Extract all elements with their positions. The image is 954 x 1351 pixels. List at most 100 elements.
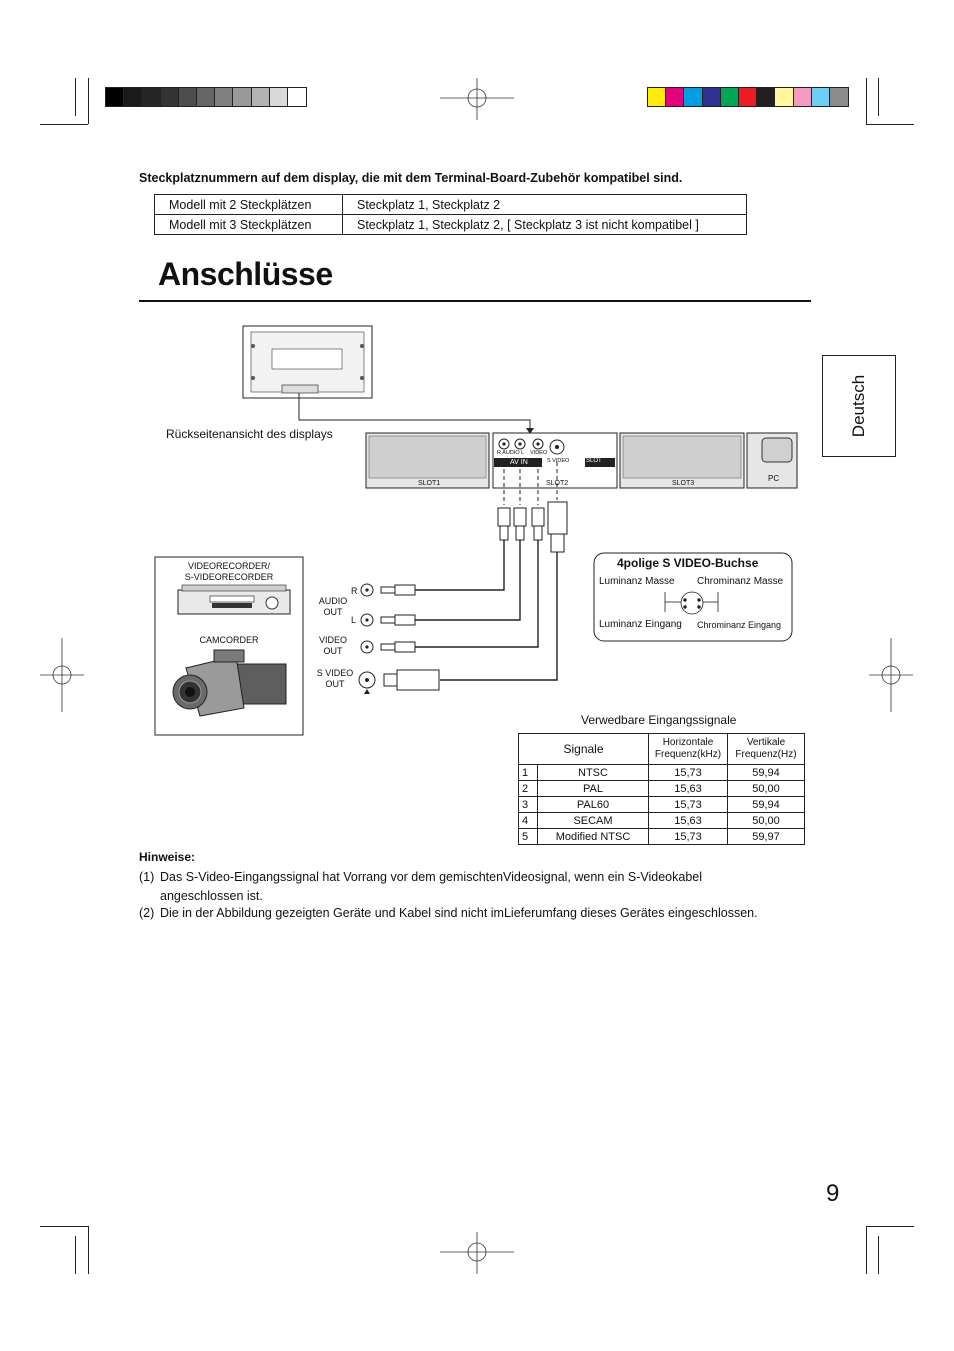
table-cell: PAL	[537, 780, 649, 797]
table-cell: 2	[518, 780, 538, 797]
table-row: Modell mit 3 Steckplätzen Steckplatz 1, …	[154, 214, 747, 235]
gray-swatch	[250, 87, 271, 107]
color-swatch	[756, 87, 777, 107]
header-vertical: Vertikale Frequenz(Hz)	[727, 733, 805, 765]
audio-out-label: AUDIO OUT	[318, 596, 348, 617]
table-cell: 15,63	[648, 812, 728, 829]
slot1-label: SLOT1	[418, 480, 441, 487]
vcr-label: VIDEORECORDER/ S-VIDEORECORDER	[184, 561, 274, 582]
cable-guides	[503, 462, 558, 505]
camcorder-drawing	[172, 649, 287, 717]
color-swatch	[738, 87, 758, 107]
svideo-pin-diagram	[664, 591, 719, 615]
jack-l-label: L	[351, 615, 357, 625]
signals-caption: Verwedbare Eingangssignale	[581, 713, 737, 727]
slot-table: Modell mit 2 Steckplätzen Steckplatz 1, …	[154, 194, 747, 235]
table-cell: 59,94	[727, 796, 805, 813]
table-cell: 4	[518, 812, 538, 829]
color-swatch	[719, 87, 740, 107]
table-cell: 5	[518, 828, 538, 845]
video-out-label: VIDEO OUT	[318, 635, 347, 656]
note-1-continued: angeschlossen ist.	[160, 889, 263, 903]
slot2-label: SLOT2	[546, 480, 569, 487]
table-cell: Modell mit 3 Steckplätzen	[154, 214, 343, 235]
table-cell: 50,00	[727, 812, 805, 829]
gray-swatch	[105, 87, 125, 107]
cables	[415, 540, 558, 681]
gray-swatch	[287, 87, 307, 107]
header-horizontal: Horizontale Frequenz(kHz)	[648, 733, 728, 765]
table-cell: 1	[518, 764, 538, 781]
table-cell: 50,00	[727, 780, 805, 797]
note-1-number: (1)	[139, 870, 155, 884]
device-jacks	[358, 583, 376, 689]
av-in-label: AV IN	[510, 459, 528, 466]
table-cell: SECAM	[537, 812, 649, 829]
lum-ground-label: Luminanz Masse	[599, 576, 675, 587]
chrom-input-label: Chrominanz Eingang	[697, 620, 782, 630]
gray-swatch	[177, 87, 198, 107]
svideo-box	[593, 552, 793, 642]
gray-swatch	[268, 87, 289, 107]
note-2-text: Die in der Abbildung gezeigten Geräte un…	[160, 906, 758, 920]
plugs	[497, 501, 568, 553]
camcorder-label: CAMCORDER	[199, 635, 259, 645]
table-cell: 15,63	[648, 780, 728, 797]
display-rear-drawing	[242, 325, 534, 434]
color-swatch	[665, 87, 686, 107]
page-title: Anschlüsse	[158, 256, 333, 292]
signals-table: Signale Horizontale Frequenz(kHz) Vertik…	[518, 733, 805, 845]
notes-heading: Hinweise:	[139, 850, 196, 864]
chrom-ground-label: Chrominanz Masse	[697, 576, 784, 587]
audio-rl-label: R AUDIO L	[497, 450, 525, 456]
note-2-number: (2)	[139, 906, 155, 920]
table-header-row: Signale Horizontale Frequenz(kHz) Vertik…	[518, 733, 805, 765]
table-cell: Steckplatz 1, Steckplatz 2, [ Steckplatz…	[342, 214, 747, 235]
jack-r-label: R	[351, 586, 358, 596]
slot-panel	[365, 432, 798, 489]
pc-label: PC	[768, 474, 780, 483]
rear-view-label: Rückseitenansicht des displays	[166, 427, 333, 441]
cable-plugs-left	[380, 584, 440, 691]
vcr-drawing	[177, 584, 291, 615]
color-swatch	[683, 87, 704, 107]
slot3-label: SLOT3	[672, 480, 695, 487]
header-signal: Signale	[518, 733, 649, 765]
table-cell: PAL60	[537, 796, 649, 813]
title-rule	[139, 300, 811, 302]
table-cell: 3	[518, 796, 538, 813]
gray-swatch	[196, 87, 216, 107]
color-swatch	[701, 87, 722, 107]
gray-swatch	[123, 87, 144, 107]
color-swatch	[810, 87, 831, 107]
svideo-small-label: S VIDEO	[547, 458, 570, 464]
gray-swatch	[159, 87, 180, 107]
gray-swatch	[214, 87, 235, 107]
lum-input-label: Luminanz Eingang	[599, 619, 682, 630]
slot-heading: Steckplatznummern auf dem display, die m…	[139, 171, 683, 185]
language-tab: Deutsch	[822, 355, 896, 457]
note-1-text: Das S-Video-Eingangssignal hat Vorrang v…	[160, 870, 703, 884]
table-cell: 15,73	[648, 764, 728, 781]
table-cell: 15,73	[648, 828, 728, 845]
color-swatch	[829, 87, 849, 107]
video-small-label: VIDEO	[530, 450, 548, 456]
table-cell: Modified NTSC	[537, 828, 649, 845]
table-cell: NTSC	[537, 764, 649, 781]
color-swatch	[792, 87, 813, 107]
svideo-out-label: S VIDEO OUT	[316, 668, 354, 689]
table-cell: 59,97	[727, 828, 805, 845]
color-swatch	[774, 87, 795, 107]
slot-tag-label: SLOT	[586, 458, 602, 464]
page-number: 9	[826, 1180, 840, 1207]
gray-swatch	[232, 87, 253, 107]
table-cell: Modell mit 2 Steckplätzen	[154, 194, 343, 215]
table-cell: 15,73	[648, 796, 728, 813]
color-swatch	[647, 87, 667, 107]
